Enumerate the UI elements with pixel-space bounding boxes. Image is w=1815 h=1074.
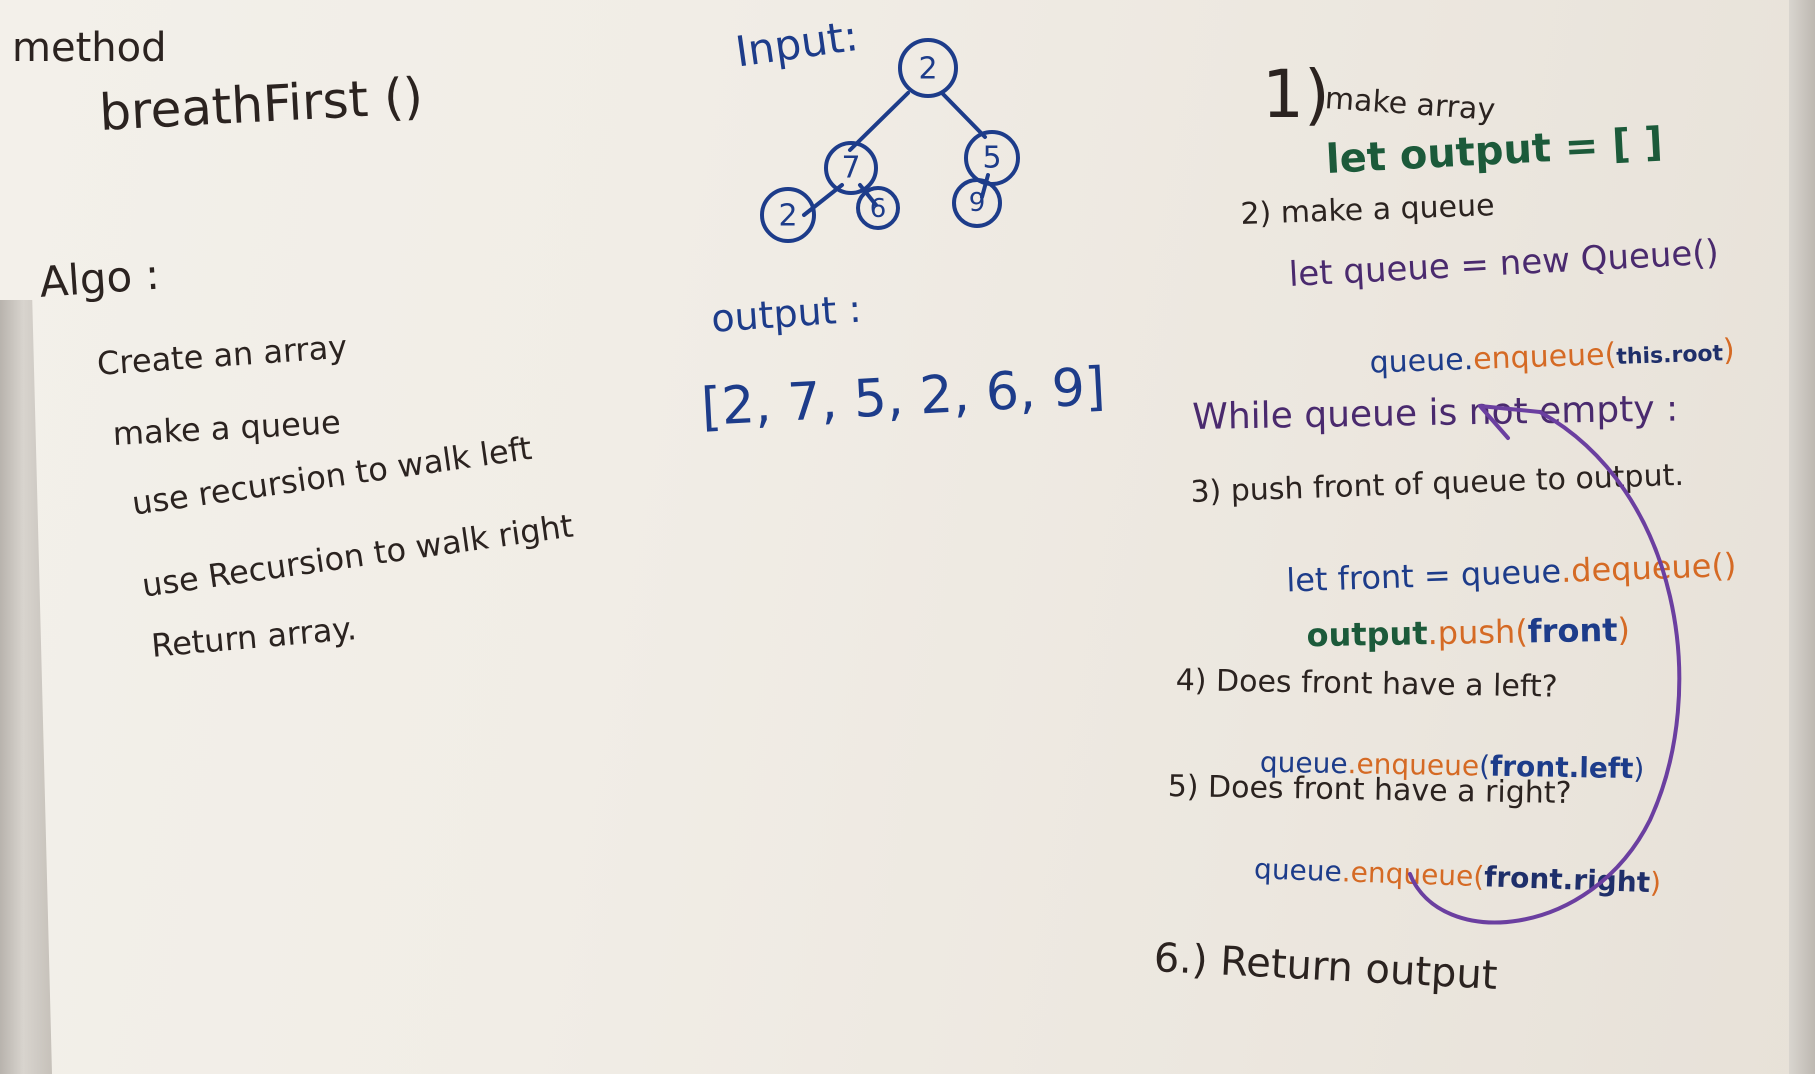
algo-step-5: Return array. bbox=[149, 609, 359, 665]
step2-text: 2) make a queue bbox=[1239, 188, 1496, 232]
step1-text: make array bbox=[1323, 81, 1497, 128]
tree-node-left-right bbox=[856, 186, 900, 230]
method-name: breathFirst () bbox=[97, 67, 425, 142]
tree-edge-root-left bbox=[848, 91, 910, 152]
tree-node-right-left-value: 9 bbox=[969, 188, 986, 218]
tree-node-left bbox=[824, 141, 878, 195]
tree-edge-root-right bbox=[940, 91, 987, 139]
output-value: [2, 7, 5, 2, 6, 9] bbox=[699, 356, 1107, 438]
tree-node-left-left-value: 2 bbox=[778, 199, 797, 234]
step2-code-b-close: ) bbox=[1722, 332, 1736, 369]
whiteboard-frame-left bbox=[0, 300, 52, 1074]
step2-code-b-obj: queue bbox=[1369, 342, 1465, 381]
tree-node-right-value: 5 bbox=[982, 141, 1001, 176]
step1-number: 1) bbox=[1262, 56, 1330, 133]
algo-step-4: use Recursion to walk right bbox=[139, 506, 576, 605]
tree-edge-right-rightleft bbox=[980, 173, 990, 199]
loop-back-arrow bbox=[1408, 404, 1682, 925]
output-label: output : bbox=[709, 286, 863, 341]
step2-code-b-method: enqueue bbox=[1472, 337, 1606, 378]
tree-node-root bbox=[898, 38, 958, 98]
step2-code-b-arg: this.root bbox=[1615, 341, 1724, 371]
step5-code-obj: queue bbox=[1253, 852, 1343, 889]
input-binary-tree: 2 7 5 2 6 9 bbox=[760, 38, 1020, 243]
step1-code: let output = [ ] bbox=[1324, 119, 1664, 183]
algo-heading: Algo : bbox=[37, 249, 162, 307]
algo-step-2: make a queue bbox=[111, 403, 342, 453]
step2-code-b-open: ( bbox=[1603, 337, 1617, 373]
tree-node-root-value: 2 bbox=[918, 52, 937, 87]
tree-node-left-value: 7 bbox=[841, 151, 860, 186]
algo-step-1: Create an array bbox=[95, 327, 349, 383]
loop-back-arrow-curve bbox=[1408, 410, 1682, 925]
tree-node-left-right-value: 6 bbox=[870, 194, 887, 224]
tree-node-left-left bbox=[760, 187, 816, 243]
step2-code-a: let queue = new Queue() bbox=[1287, 232, 1720, 295]
tree-node-right-left bbox=[952, 178, 1002, 228]
whiteboard-frame-right bbox=[1789, 0, 1815, 1074]
method-label: method bbox=[12, 25, 167, 71]
loop-back-arrowhead bbox=[1478, 404, 1542, 440]
